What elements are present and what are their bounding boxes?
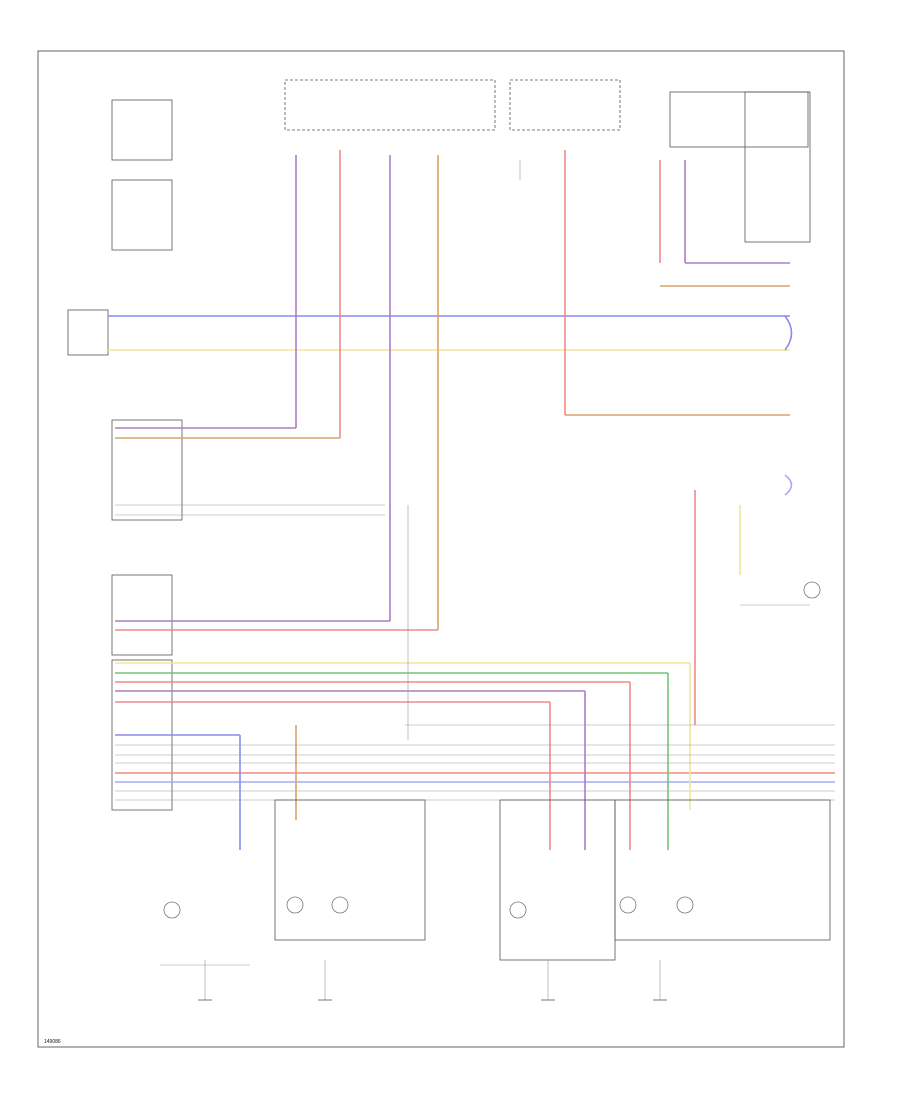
left-connector-3: [111, 419, 183, 521]
fuse-box-center: [509, 79, 621, 131]
lamp-4: [509, 901, 527, 919]
fuse-box-right: [669, 91, 809, 148]
lamp-2: [286, 896, 304, 914]
left-connector-4: [111, 574, 173, 656]
ground-symbols: [198, 960, 667, 1001]
lamp-7: [803, 581, 821, 599]
diagram-code: 149086: [44, 1039, 61, 1045]
lower-box-3: [614, 799, 831, 941]
ground-2: [318, 960, 332, 1001]
left-module-block: [67, 309, 109, 356]
ground-4: [653, 960, 667, 1001]
lamp-6: [676, 896, 694, 914]
gray-reference-lines: [115, 504, 835, 801]
horizontal-wires: [108, 262, 835, 792]
loop-blue-top: [784, 315, 793, 351]
lamp-5: [619, 896, 637, 914]
vertical-wires: [239, 150, 741, 850]
lower-box-2: [499, 799, 616, 961]
lamp-3: [331, 896, 349, 914]
lower-box-1: [274, 799, 426, 941]
lamp-1: [163, 901, 181, 919]
lower-component-boxes: [160, 799, 831, 966]
wire-loops: [784, 315, 793, 496]
ground-3: [541, 960, 555, 1001]
fuse-box-left: [284, 79, 496, 131]
left-connector-2: [111, 179, 173, 251]
relay-box-right: [744, 91, 811, 243]
left-modules: [67, 99, 183, 811]
fuse-box-group: [284, 79, 811, 243]
loop-blue-mid: [784, 474, 793, 496]
lamp-symbols: [163, 581, 821, 919]
ground-1: [198, 960, 212, 1001]
diagram-frame: [37, 50, 845, 1048]
left-connector-1: [111, 99, 173, 161]
